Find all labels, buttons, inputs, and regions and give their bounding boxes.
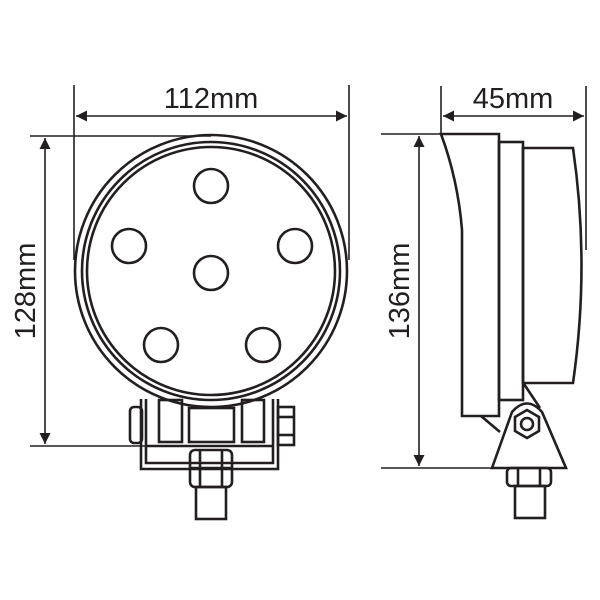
led — [192, 167, 230, 205]
front-view: 112mm 128mm — [10, 83, 350, 521]
height-side-label: 136mm — [384, 243, 416, 340]
side-view: 45mm 136mm — [381, 83, 587, 520]
housing-outer-ring — [73, 133, 349, 409]
led — [192, 254, 230, 292]
led — [110, 227, 148, 265]
led — [244, 326, 282, 364]
mount-bracket — [128, 398, 296, 471]
led-array — [110, 167, 314, 364]
led — [276, 227, 314, 265]
depth-label: 45mm — [473, 83, 554, 115]
lens — [85, 145, 337, 397]
side-bracket — [480, 383, 568, 520]
led — [142, 326, 180, 364]
height-front-label: 128mm — [10, 243, 42, 340]
width-label: 112mm — [164, 83, 259, 115]
bezel-side — [497, 140, 525, 402]
housing-inner-ring — [80, 140, 342, 402]
lens-side — [521, 146, 583, 385]
mount-bolt — [188, 448, 234, 521]
housing-side — [439, 132, 501, 418]
